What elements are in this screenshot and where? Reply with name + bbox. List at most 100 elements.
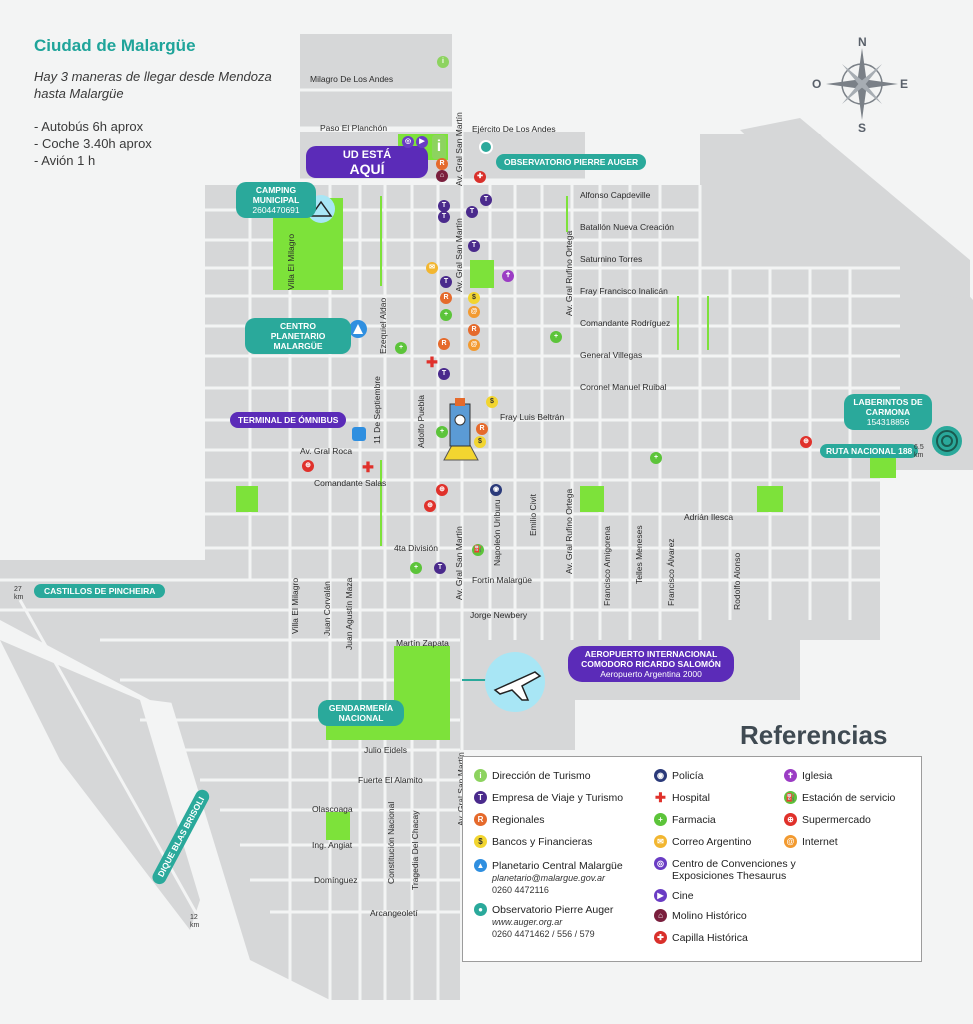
compass-s: S: [858, 121, 866, 134]
travel-agency-icon[interactable]: T: [466, 206, 478, 218]
street-label: Emilio Civit: [528, 493, 538, 536]
travel-agency-icon[interactable]: T: [438, 368, 450, 380]
street-label: 11 De Septiembre: [372, 376, 382, 444]
police-icon: ◉: [654, 769, 667, 782]
bank-icon[interactable]: $: [474, 436, 486, 448]
ref-item: ⌂Molino Histórico: [654, 909, 747, 922]
street-label: Alfonso Capdeville: [580, 190, 651, 200]
mill-icon[interactable]: ⌂: [436, 170, 448, 182]
hospital-icon[interactable]: ✚: [426, 354, 438, 370]
gas-station-icon[interactable]: ⛽: [472, 544, 484, 556]
street-label: Fray Francisco Inalicán: [580, 286, 668, 296]
pharmacy-icon[interactable]: +: [410, 562, 422, 574]
travel-agency-icon[interactable]: T: [438, 200, 450, 212]
mail-icon[interactable]: ✉: [426, 262, 438, 274]
supermarket-icon[interactable]: ⊕: [302, 460, 314, 472]
church-icon: ✝: [784, 769, 797, 782]
internet-icon[interactable]: @: [468, 306, 480, 318]
planetario-label[interactable]: CENTRO PLANETARIO MALARGÜE: [245, 318, 351, 354]
terminal-label[interactable]: TERMINAL DE ÓMNIBUS: [230, 412, 347, 428]
regionales-icon[interactable]: R: [440, 292, 452, 304]
church-icon[interactable]: ✝: [502, 270, 514, 282]
street-label: Av. Gral San Martín: [454, 218, 464, 292]
police-icon[interactable]: ◉: [490, 484, 502, 496]
hospital-icon[interactable]: ✚: [362, 459, 374, 475]
travel-agency-icon: T: [474, 791, 487, 804]
street-label: Adolfo Puebla: [416, 395, 426, 448]
pharmacy-icon[interactable]: +: [436, 426, 448, 438]
compass-n: N: [858, 35, 867, 49]
supermarket-icon[interactable]: ⊕: [424, 500, 436, 512]
street-label: Ezequiel Aldao: [378, 297, 388, 354]
internet-icon[interactable]: @: [468, 339, 480, 351]
castillos-km: 27 km: [14, 586, 24, 601]
supermarket-icon[interactable]: ⊕: [436, 484, 448, 496]
pharmacy-icon[interactable]: +: [395, 342, 407, 354]
street-label: Napoleón Uriburu: [492, 499, 502, 566]
street-label: Av. Gral Rufino Ortega: [564, 230, 574, 316]
pharmacy-icon: +: [654, 813, 667, 826]
bank-icon[interactable]: $: [468, 292, 480, 304]
travel-agency-icon[interactable]: T: [468, 240, 480, 252]
travel-agency-icon[interactable]: T: [480, 194, 492, 206]
cinema-icon: ▶: [654, 889, 667, 902]
bank-icon[interactable]: $: [486, 396, 498, 408]
street-label: Av. Gral San Martín: [454, 112, 464, 186]
chapel-icon: ✚: [654, 931, 667, 944]
travel-agency-icon[interactable]: T: [438, 211, 450, 223]
observatorio-label[interactable]: OBSERVATORIO PIERRE AUGER: [496, 154, 647, 170]
supermarket-icon: ⊕: [784, 813, 797, 826]
street-label: Villa El Milagro: [286, 233, 296, 290]
intro-text: Hay 3 maneras de llegar desde Mendoza ha…: [34, 69, 272, 101]
street-label: Tragedia Del Chacay: [410, 810, 420, 890]
street-label: Domínguez: [314, 875, 358, 885]
regionales-icon[interactable]: R: [438, 338, 450, 350]
mode-car: - Coche 3.40h aprox: [34, 136, 152, 151]
pharmacy-icon[interactable]: +: [440, 309, 452, 321]
supermarket-icon[interactable]: ⊕: [800, 436, 812, 448]
street-label: Olascoaga: [312, 804, 353, 814]
regionales-icon[interactable]: R: [436, 158, 448, 170]
travel-agency-icon[interactable]: T: [440, 276, 452, 288]
chapel-icon[interactable]: ✚: [474, 171, 486, 183]
castillos-label[interactable]: CASTILLOS DE PINCHEIRA: [34, 584, 166, 598]
info-icon[interactable]: i: [437, 56, 449, 68]
ref-item: ⊕Supermercado: [784, 813, 871, 826]
street-label: 4ta División: [394, 543, 438, 553]
ruta-km: 6.5 km: [914, 444, 924, 459]
regionales-icon[interactable]: R: [468, 324, 480, 336]
mode-plane: - Avión 1 h: [34, 153, 96, 168]
references-title: Referencias: [740, 720, 888, 750]
dique-km: 12 km: [190, 914, 200, 929]
street-label: Rodolfo Alonso: [732, 552, 742, 610]
ref-item: ✚Hospital: [655, 790, 710, 805]
here-line1: UD ESTÁ: [342, 149, 392, 161]
aeropuerto-label[interactable]: AEROPUERTO INTERNACIONAL COMODORO RICARD…: [568, 646, 734, 682]
ruta-label[interactable]: RUTA NACIONAL 188: [820, 444, 919, 458]
street-label: Telles Meneses: [634, 525, 644, 584]
travel-agency-icon[interactable]: T: [434, 562, 446, 574]
street-label: Paso El Planchón: [320, 123, 388, 133]
street-label: Martín Zapata: [396, 638, 449, 648]
street-label: Adrián Ilesca: [684, 512, 734, 522]
street-label: Arcangeoletí: [370, 908, 418, 918]
pharmacy-icon[interactable]: +: [650, 452, 662, 464]
ref-item: ✚Capilla Histórica: [654, 931, 748, 944]
convention-icon[interactable]: ◎: [402, 136, 414, 148]
map-title: Ciudad de Malargüe: [34, 36, 196, 55]
cinema-icon[interactable]: ▶: [416, 136, 428, 148]
ref-item: +Farmacia: [654, 813, 716, 826]
street-label: Ing. Angiat: [312, 840, 353, 850]
street-label: Fuerte El Alamito: [358, 775, 423, 785]
pharmacy-icon[interactable]: +: [550, 331, 562, 343]
street-label: Av. Gral Roca: [300, 446, 353, 456]
street-label: General Villegas: [580, 350, 643, 360]
gendarmeria-label[interactable]: GENDARMERÍA NACIONAL: [318, 700, 404, 726]
regionales-icon[interactable]: R: [476, 423, 488, 435]
